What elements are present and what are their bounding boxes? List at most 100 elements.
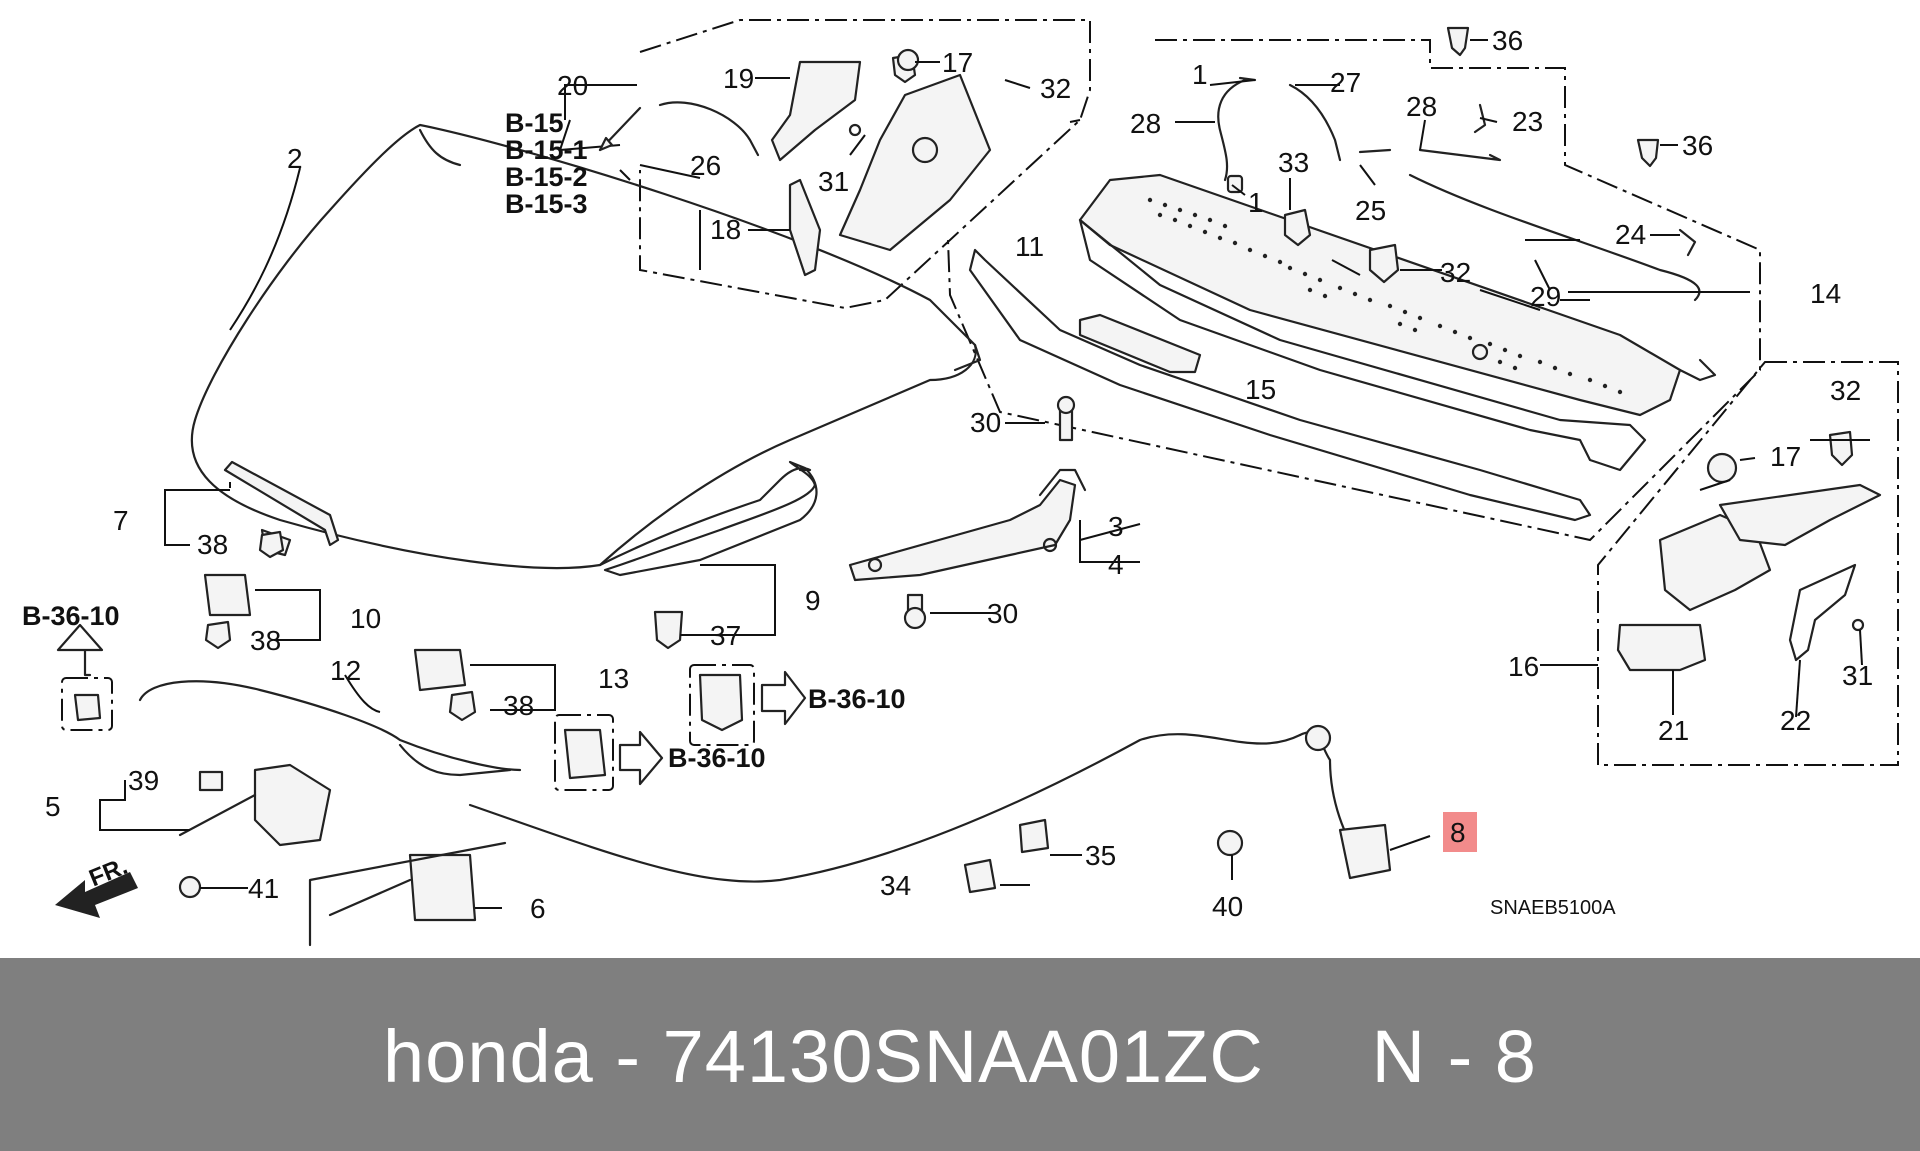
- hood-edge-trim: [223, 460, 340, 547]
- part-number: 2: [287, 143, 303, 174]
- latch-clip: [563, 728, 607, 780]
- opener-switch-8: [1304, 724, 1392, 880]
- part-number: 38: [250, 625, 281, 656]
- ref-b15-3: B-15-3: [505, 189, 588, 219]
- footer-caption: honda - 74130SNAA01ZC N - 8: [383, 1015, 1537, 1098]
- part-number: 17: [1770, 441, 1801, 472]
- ref-b15-2: B-15-2: [505, 162, 588, 192]
- ref-b15-1: B-15-1: [505, 135, 588, 165]
- part-number: 26: [690, 150, 721, 181]
- part-number: 10: [350, 603, 381, 634]
- ref-b36-10-left: B-36-10: [22, 601, 120, 631]
- left-seal-bracket: [658, 48, 992, 277]
- clip-35: [1018, 818, 1050, 854]
- part-number: 15: [1245, 374, 1276, 405]
- part-number: 36: [1682, 130, 1713, 161]
- ref-b15: B-15: [505, 108, 564, 138]
- group-box-stop-rubber: [689, 664, 755, 746]
- part-number: 38: [503, 690, 534, 721]
- part-number: 27: [1330, 67, 1361, 98]
- part-number: 14: [1810, 278, 1841, 309]
- cowl-weatherstrip: [968, 248, 1592, 522]
- part-number: 36: [1492, 25, 1523, 56]
- part-number: 34: [880, 870, 911, 901]
- group-box-hood-seal-left: [639, 19, 1091, 310]
- highlighted-part-8: 8: [1443, 812, 1477, 852]
- part-number: 33: [1278, 147, 1309, 178]
- right-seal-bracket: [1616, 430, 1882, 672]
- clip-32-cowl: [1368, 243, 1400, 284]
- ref-b36-10-latch: B-36-10: [668, 743, 766, 773]
- part-number: 32: [1040, 73, 1071, 104]
- part-number: 30: [987, 598, 1018, 629]
- part-number: 28: [1406, 91, 1437, 122]
- hood-stop-rubber: [653, 610, 744, 732]
- part-number: 35: [1085, 840, 1116, 871]
- bracket-13: [413, 648, 467, 692]
- part-number: 25: [1355, 195, 1386, 226]
- part-number: 13: [598, 663, 629, 694]
- b36-arrow-right-2: [760, 670, 807, 726]
- clip-36-top: [1446, 26, 1470, 57]
- part-number: 11: [1015, 231, 1044, 262]
- ref-b36-10-stop: B-36-10: [808, 684, 906, 714]
- part-number: 20: [557, 70, 588, 101]
- part-number: 32: [1830, 375, 1861, 406]
- clip-38-a: [258, 530, 285, 559]
- part-number: 32: [1440, 257, 1471, 288]
- part-number: 40: [1212, 891, 1243, 922]
- part-number: 18: [710, 214, 741, 245]
- front-arrow-icon: [55, 872, 138, 918]
- part-number: 8: [1450, 817, 1466, 848]
- hood-latch-6: [308, 841, 507, 947]
- part-number: 41: [248, 873, 279, 904]
- b15-arrowhead: [598, 136, 614, 152]
- part-number: 4: [1108, 549, 1124, 580]
- part-number: 28: [1130, 108, 1161, 139]
- clip-36-right: [1636, 138, 1660, 168]
- leader-lines: [99, 39, 1870, 909]
- part-number: 29: [1530, 281, 1561, 312]
- part-number: 1: [1192, 59, 1208, 90]
- clip-33: [1283, 208, 1312, 247]
- part-number: 24: [1615, 219, 1646, 250]
- hood-rear-seal: [603, 460, 818, 577]
- group-box-right-bracket: [1597, 361, 1899, 766]
- part-number: 16: [1508, 651, 1539, 682]
- part-number: 3: [1108, 511, 1124, 542]
- part-number: 5: [45, 791, 61, 822]
- part-number: 12: [330, 655, 361, 686]
- clip-38-b: [204, 620, 232, 650]
- cowl-intake-grille: [1078, 313, 1202, 374]
- clip-34: [963, 858, 997, 894]
- part-number: 31: [818, 166, 849, 197]
- part-number: 19: [723, 63, 754, 94]
- clip-left-b36: [73, 693, 102, 722]
- hood-hinge: [848, 395, 1087, 630]
- part-number: 38: [197, 529, 228, 560]
- part-number: 1: [1248, 187, 1264, 218]
- clip-38-c: [448, 690, 477, 722]
- hood-release-cable: [138, 680, 522, 772]
- b36-arrow-up: [56, 623, 104, 677]
- group-box-cowl: [947, 39, 1761, 542]
- part-number: 23: [1512, 106, 1543, 137]
- bolt-40: [1216, 829, 1244, 857]
- hood-latch-5: [178, 763, 332, 899]
- footer-bar: honda - 74130SNAA01ZC N - 8: [0, 958, 1920, 1151]
- part-number: 31: [1842, 660, 1873, 691]
- b36-arrow-right-1: [618, 730, 664, 786]
- part-number: 9: [805, 585, 821, 616]
- part-number: 37: [710, 620, 741, 651]
- cowl-top-panel: [1078, 173, 1717, 472]
- parts-diagram: B-15 B-15-1 B-15-2 B-15-3 B-36-10 B-36-1…: [22, 19, 1899, 947]
- part-number: 30: [970, 407, 1001, 438]
- part-number: 6: [530, 893, 546, 924]
- part-number: 22: [1780, 705, 1811, 736]
- group-box-clip-left: [61, 677, 113, 731]
- part-number: 21: [1658, 715, 1689, 746]
- part-number: 39: [128, 765, 159, 796]
- part-number: 7: [113, 505, 129, 536]
- opener-cable: [468, 733, 1302, 883]
- part-number: 17: [942, 47, 973, 78]
